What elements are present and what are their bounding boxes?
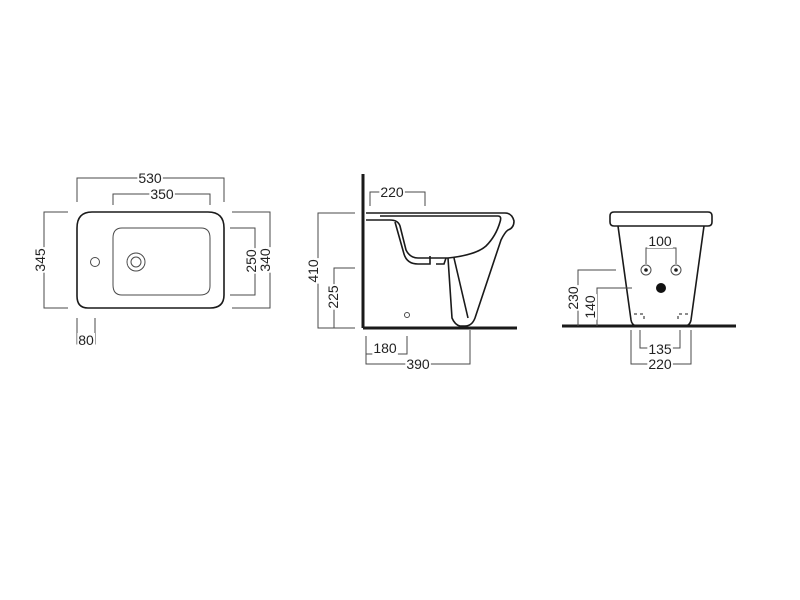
dimension-fixing-spacing: 135 [648, 341, 672, 357]
drain-outer [126, 252, 146, 272]
side-view: 220 410 225 180 390 [305, 174, 517, 372]
side-view-foot-inner [453, 257, 469, 319]
top-view-bowl-outline [76, 211, 225, 309]
label-backing [306, 258, 320, 284]
label-backing [326, 284, 340, 310]
dimension-line-hole-spacing [645, 247, 677, 264]
top-view-basin-outline [112, 227, 211, 296]
label-backing [244, 248, 258, 274]
drain-inner [130, 256, 142, 268]
side-view-fixing-point [404, 312, 410, 318]
dimension-total-height: 410 [305, 259, 321, 283]
tap-hole [90, 257, 100, 267]
dimension-basin-width: 350 [150, 186, 174, 202]
front-view-rim [609, 211, 713, 227]
dimension-overall-depth: 345 [32, 248, 48, 272]
label-backing [583, 294, 597, 320]
label-backing [647, 357, 673, 371]
dimension-total-depth: 390 [406, 356, 430, 372]
dimension-inlet-height: 230 [565, 286, 581, 310]
front-view-fixing-bracket-left [634, 313, 645, 322]
dimension-line-total-height [317, 212, 355, 329]
side-view-bowl-inner [366, 215, 502, 259]
label-backing [405, 357, 431, 371]
front-view-fixing-hole-left-outer [640, 264, 652, 276]
label-backing [372, 341, 398, 355]
dimension-rim-overhang: 220 [380, 184, 404, 200]
dimension-hole-spacing: 100 [648, 233, 672, 249]
dimension-waste-offset: 180 [373, 340, 397, 356]
label-backing [149, 187, 175, 201]
label-backing [77, 333, 95, 347]
dimension-fixing-height: 225 [325, 285, 341, 309]
top-view: 530 350 345 250 340 80 [32, 170, 273, 348]
label-backing [33, 247, 47, 273]
label-backing [566, 285, 580, 311]
label-backing [137, 171, 163, 185]
dimension-base-width: 220 [648, 356, 672, 372]
dimension-tap-offset: 80 [78, 332, 94, 348]
label-backing [258, 247, 272, 273]
dimension-outer-depth: 340 [257, 248, 273, 272]
side-view-rim [366, 212, 515, 327]
dimension-overall-width: 530 [138, 170, 162, 186]
front-view-fixing-hole-right-outer [670, 264, 682, 276]
front-view-waste-outlet [656, 283, 666, 293]
label-backing [647, 342, 673, 356]
front-view-fixing-hole-right-inner [674, 268, 678, 272]
side-view-trap [394, 221, 447, 265]
dimension-waste-height: 140 [582, 295, 598, 319]
front-view-body [617, 225, 705, 327]
front-view-fixing-hole-left-inner [644, 268, 648, 272]
front-view: 100 230 140 135 220 [562, 211, 736, 372]
label-backing [647, 234, 673, 248]
dimension-inner-depth: 250 [243, 249, 259, 273]
label-backing [379, 185, 405, 199]
front-view-fixing-bracket-right [677, 313, 688, 322]
